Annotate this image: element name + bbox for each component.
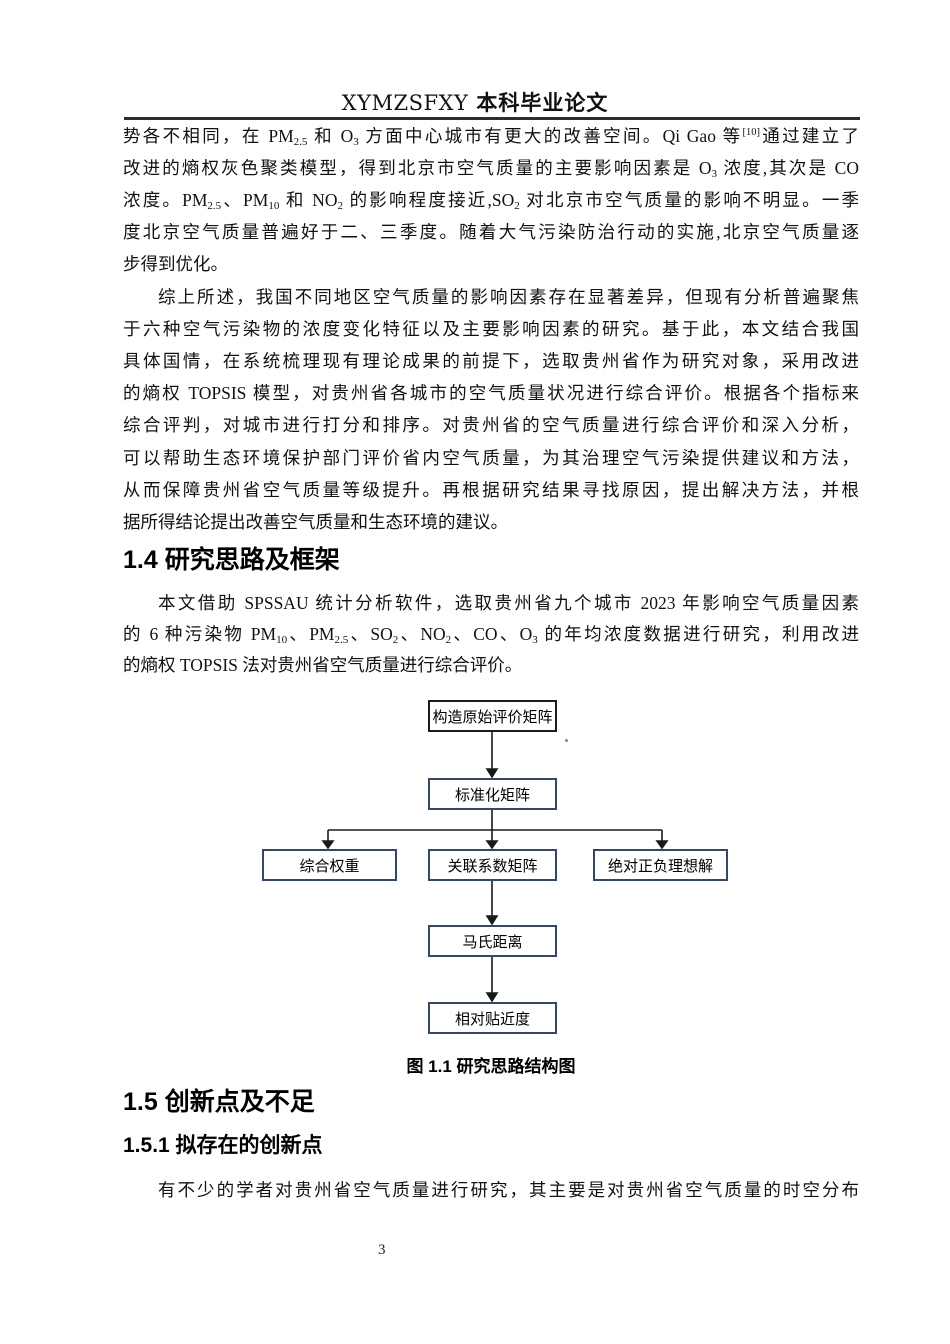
text-line: 度北京空气质量普遍好于二、三季度。随着大气污染防治行动的实施,北京空气质量逐 <box>123 222 859 243</box>
paragraph-1: 势各不相同，在 PM2.5 和 O3 方面中心城市有更大的改善空间。Qi Gao… <box>123 120 859 281</box>
flow-box-ideal-solutions: 绝对正负理想解 <box>593 849 728 881</box>
text-line: 综上所述，我国不同地区空气质量的影响因素存在显著差异，但现有分析普遍聚焦 <box>158 286 859 307</box>
stray-dot <box>565 739 568 742</box>
paragraph-2: 综上所述，我国不同地区空气质量的影响因素存在显著差异，但现有分析普遍聚焦于六种空… <box>123 281 859 539</box>
flow-box-correlation-matrix: 关联系数矩阵 <box>428 849 557 881</box>
flow-box-relative-closeness: 相对贴近度 <box>428 1002 557 1034</box>
text-line: 的熵权 TOPSIS 法对贵州省空气质量进行综合评价。 <box>123 655 523 675</box>
page-header-title: XYMZSFXY 本科毕业论文 <box>0 90 950 116</box>
body-text-block-3: 有不少的学者对贵州省空气质量进行研究，其主要是对贵州省空气质量的时空分布 <box>123 1175 859 1206</box>
page-number: 3 <box>378 1242 386 1258</box>
text-line: 本文借助 SPSSAU 统计分析软件，选取贵州省九个城市 2023 年影响空气质… <box>158 593 859 613</box>
text-line: 可以帮助生态环境保护部门评价省内空气质量，为其治理空气污染提供建议和方法， <box>123 447 859 468</box>
header-title-zh: 本科毕业论文 <box>476 91 609 115</box>
text-line: 改进的熵权灰色聚类模型，得到北京市空气质量的主要影响因素是 O3 浓度,其次是 … <box>123 157 859 180</box>
research-flowchart: 构造原始评价矩阵 标准化矩阵 综合权重 关联系数矩阵 绝对正负理想解 马氏距离 … <box>240 695 740 1045</box>
figure-caption: 图 1.1 研究思路结构图 <box>406 1057 576 1076</box>
header-title-en: XYMZSFXY <box>341 91 469 115</box>
paragraph-3: 本文借助 SPSSAU 统计分析软件，选取贵州省九个城市 2023 年影响空气质… <box>123 588 859 681</box>
text-line: 的熵权 TOPSIS 模型，对贵州省各城市的空气质量状况进行综合评价。根据各个指… <box>123 383 859 404</box>
text-line: 于六种空气污染物的浓度变化特征以及主要影响因素的研究。基于此，本文结合我国 <box>123 318 859 339</box>
flowchart-connectors <box>321 732 669 1003</box>
flow-box-combined-weight: 综合权重 <box>262 849 397 881</box>
flow-box-original-matrix: 构造原始评价矩阵 <box>428 700 557 732</box>
header-rule <box>124 117 860 120</box>
text-line: 有不少的学者对贵州省空气质量进行研究，其主要是对贵州省空气质量的时空分布 <box>158 1180 859 1200</box>
section-heading-1-5-1: 1.5.1 拟存在的创新点 <box>123 1134 323 1157</box>
paragraph-4: 有不少的学者对贵州省空气质量进行研究，其主要是对贵州省空气质量的时空分布 <box>123 1175 859 1206</box>
body-text-block-2: 本文借助 SPSSAU 统计分析软件，选取贵州省九个城市 2023 年影响空气质… <box>123 588 859 681</box>
text-line: 浓度。PM2.5、PM10 和 NO2 的影响程度接近,SO2 对北京市空气质量… <box>123 189 860 212</box>
body-text-block-1: 势各不相同，在 PM2.5 和 O3 方面中心城市有更大的改善空间。Qi Gao… <box>123 120 859 539</box>
text-line: 综合评判，对城市进行打分和排序。对贵州省的空气质量进行综合评价和深入分析， <box>123 415 859 436</box>
text-line: 势各不相同，在 PM2.5 和 O3 方面中心城市有更大的改善空间。Qi Gao… <box>123 125 860 148</box>
text-line: 从而保障贵州省空气质量等级提升。再根据研究结果寻找原因，提出解决方法，并根 <box>123 479 859 500</box>
flow-box-standardized-matrix: 标准化矩阵 <box>428 778 557 810</box>
section-heading-1-4: 1.4 研究思路及框架 <box>123 546 340 574</box>
flow-box-mahalanobis-distance: 马氏距离 <box>428 925 557 957</box>
section-heading-1-5: 1.5 创新点及不足 <box>123 1088 315 1116</box>
text-line: 具体国情，在系统梳理现有理论成果的前提下，选取贵州省作为研究对象，采用改进 <box>123 350 859 371</box>
text-line: 步得到优化。 <box>123 254 228 275</box>
text-line: 据所得结论提出改善空气质量和生态环境的建议。 <box>123 511 508 532</box>
text-line: 的 6 种污染物 PM10、PM2.5、SO2、NO2、CO、O3 的年均浓度数… <box>123 624 860 646</box>
